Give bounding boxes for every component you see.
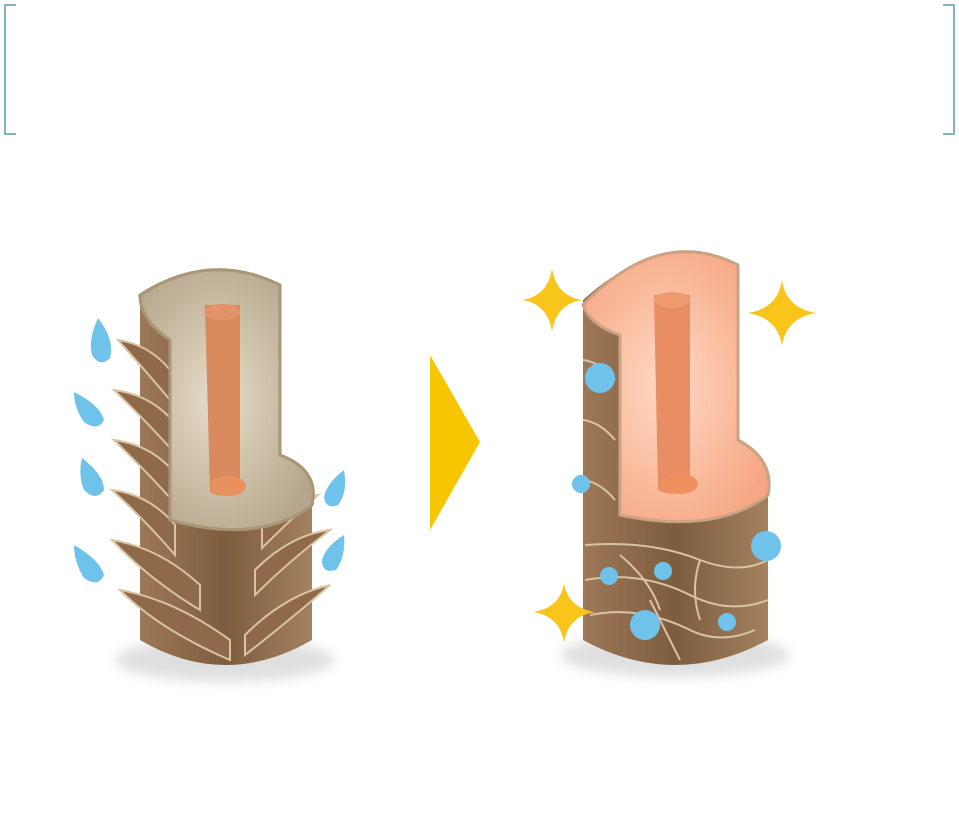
raised-cuticle-scales [108,338,334,662]
healthy-hair-illustration [522,250,816,677]
sparkle-icon [522,268,816,643]
header-frame [4,4,955,135]
arrow-right-icon [430,355,480,530]
water-droplet-icon [74,318,346,583]
moisture-bubble-icon [572,363,781,640]
frame-bracket-left [4,4,16,135]
frame-bracket-right [943,4,955,135]
healthy-medulla [654,295,690,494]
damaged-hair-illustration [74,268,346,682]
damaged-medulla [205,305,240,496]
